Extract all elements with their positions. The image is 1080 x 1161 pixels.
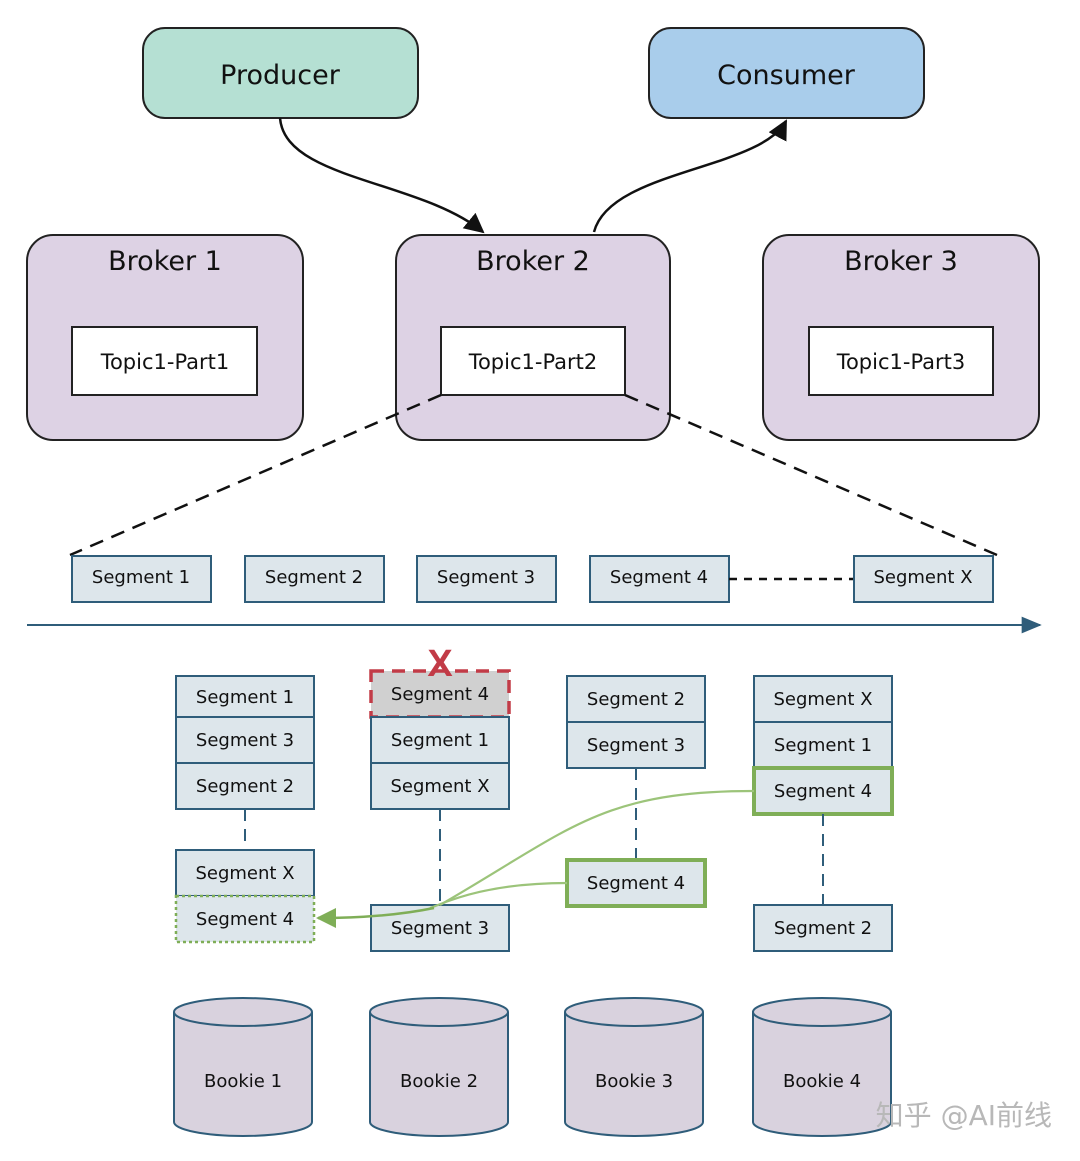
bookie-2-segment-1-box — [370, 716, 510, 764]
bookie-1-segment-stack: Segment 1 Segment 3 Segment 2 Segment X … — [174, 675, 316, 944]
timeline-segment-2-box — [244, 555, 385, 603]
timeline-segments: Segment 1 Segment 2 Segment 3 Segment 4 … — [71, 555, 994, 603]
bookie-2-segment-stack: Segment 4 X Segment 1 Segment X Segment … — [369, 643, 511, 952]
topic-partition-3-box — [808, 326, 994, 396]
timeline-segment-3-box — [416, 555, 557, 603]
topic-partition-3-label: Topic1-Part3 — [836, 350, 966, 374]
broker-2: Broker 2 Topic1-Part2 — [395, 234, 671, 441]
bookie-1-recovered-segment-4-label: Segment 4 — [196, 909, 294, 930]
bookie-2-failed-segment-4-label: Segment 4 — [391, 684, 489, 705]
bookie-3-segment-4-replica-label: Segment 4 — [587, 873, 685, 894]
bookie-2-label: Bookie 2 — [400, 1071, 478, 1092]
recovery-arrow-to-bookie-1 — [316, 906, 435, 928]
consumer-label: Consumer — [717, 60, 856, 91]
bookie-4-segment-x-box — [753, 675, 893, 723]
recovery-curve-from-bookie-4 — [439, 789, 755, 906]
timeline-segment-x-label: Segment X — [873, 567, 972, 588]
bookie-3-segment-2-label: Segment 2 — [587, 689, 685, 710]
bookie-4-segment-2-label: Segment 2 — [774, 918, 872, 939]
bookie-3-segment-stack: Segment 2 Segment 3 Segment 4 — [565, 675, 707, 908]
bookie-1-segment-1-box — [175, 675, 315, 718]
broker-to-consumer-arrow — [592, 119, 788, 233]
broker-1: Broker 1 Topic1-Part1 — [26, 234, 304, 441]
watermark-text: 知乎 @AI前线 — [876, 1099, 1052, 1132]
bookie-4-segment-x-label: Segment X — [773, 689, 872, 710]
producer-to-broker-arrow — [278, 117, 485, 234]
bookie-4-cylinder: Bookie 4 — [752, 997, 892, 1137]
broker-1-label: Broker 1 — [108, 246, 222, 277]
bookie-1-segment-x-label: Segment X — [195, 863, 294, 884]
bookie-1-segment-x-box — [175, 849, 315, 897]
timeline-segment-4-box — [589, 555, 730, 603]
producer-label: Producer — [220, 60, 341, 91]
broker-3-label: Broker 3 — [844, 246, 958, 277]
bookie-1-segment-2-label: Segment 2 — [196, 776, 294, 797]
bookie-4-segment-1-label: Segment 1 — [774, 735, 872, 756]
bookie-2-cylinder: Bookie 2 — [369, 997, 509, 1137]
bookie-3-label: Bookie 3 — [595, 1071, 673, 1092]
recovery-curve-from-bookie-3 — [429, 881, 568, 910]
bookie-1-segment-1-label: Segment 1 — [196, 687, 294, 708]
bookie-3-segment-3-box — [566, 721, 706, 769]
timeline-segment-x-box — [853, 555, 994, 603]
bookie-4-segment-stack: Segment X Segment 1 Segment 4 Segment 2 — [752, 675, 894, 952]
topic-partition-2-box — [440, 326, 626, 396]
bookie-2-segment-3-box — [370, 904, 510, 952]
bookie-4-segment-4-replica-label: Segment 4 — [774, 781, 872, 802]
timeline-segment-2-label: Segment 2 — [265, 567, 363, 588]
bookie-1-recovered-segment-4-box — [174, 894, 316, 944]
bookie-1-segment-3-label: Segment 3 — [196, 730, 294, 751]
bookie-2-segment-3-label: Segment 3 — [391, 918, 489, 939]
broker-2-label: Broker 2 — [476, 246, 590, 277]
bookie-2-segment-x-label: Segment X — [390, 776, 489, 797]
topic-partition-1-box — [71, 326, 258, 396]
bookie-4-segment-2-box — [753, 904, 893, 952]
broker-3: Broker 3 Topic1-Part3 — [762, 234, 1040, 441]
bookie-1-cylinder: Bookie 1 — [173, 997, 313, 1137]
consumer-node: Consumer — [648, 27, 925, 119]
failure-x-mark: X — [427, 643, 453, 685]
timeline-segment-1-label: Segment 1 — [92, 567, 190, 588]
producer-node: Producer — [142, 27, 419, 119]
bookie-3-segment-3-label: Segment 3 — [587, 735, 685, 756]
topic-partition-2-label: Topic1-Part2 — [468, 350, 598, 374]
topic-partition-1-label: Topic1-Part1 — [100, 350, 230, 374]
timeline-segment-3-label: Segment 3 — [437, 567, 535, 588]
bookie-1-label: Bookie 1 — [204, 1071, 282, 1092]
bookie-2-segment-1-label: Segment 1 — [391, 730, 489, 751]
bookie-3-cylinder: Bookie 3 — [564, 997, 704, 1137]
bookie-4-label: Bookie 4 — [783, 1071, 861, 1092]
bookie-3-segment-4-replica-box — [565, 858, 707, 908]
timeline-segment-1-box — [71, 555, 212, 603]
bookie-3-segment-2-box — [566, 675, 706, 723]
timeline-segment-4-label: Segment 4 — [610, 567, 708, 588]
